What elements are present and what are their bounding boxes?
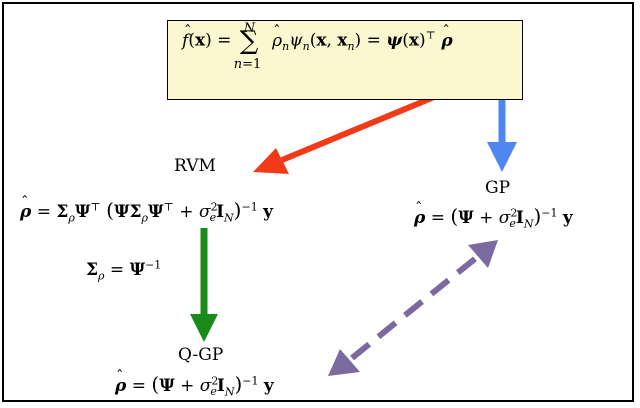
- rvm-label: RVM: [174, 156, 216, 176]
- source-formula: f(x) = N ∑ n=1 ρnψn(x, xn) = ψ(x)⊤ ρ: [182, 22, 453, 71]
- edge-source-to-gp-head: [487, 142, 517, 172]
- edge-rvm-to-qgp-head: [190, 314, 218, 342]
- edge-gp-qgp: [328, 240, 498, 376]
- edge-rvm-to-qgp: [190, 228, 218, 342]
- edge-gp-qgp-head-qgp: [328, 349, 360, 376]
- qgp-formula: ρ = (Ψ + σ2eIN)−1 y: [115, 369, 274, 397]
- edge-gp-qgp-shaft: [350, 255, 478, 361]
- diagram-frame: [2, 2, 634, 402]
- edge-source-to-rvm-head: [253, 148, 289, 174]
- source-formula-box: f(x) = N ∑ n=1 ρnψn(x, xn) = ψ(x)⊤ ρ: [167, 20, 523, 100]
- rvm-formula: ρ = ΣρΨ⊤ (ΨΣρΨ⊤ + σ2eIN)−1 y: [20, 195, 273, 223]
- gp-formula: ρ = (Ψ + σ2eIN)−1 y: [414, 201, 573, 229]
- qgp-label: Q-GP: [178, 345, 224, 365]
- gp-label: GP: [485, 178, 511, 198]
- edge-gp-qgp-head-gp: [468, 240, 498, 268]
- rvm-to-qgp-edge-label: Σρ = Ψ−1: [86, 258, 162, 283]
